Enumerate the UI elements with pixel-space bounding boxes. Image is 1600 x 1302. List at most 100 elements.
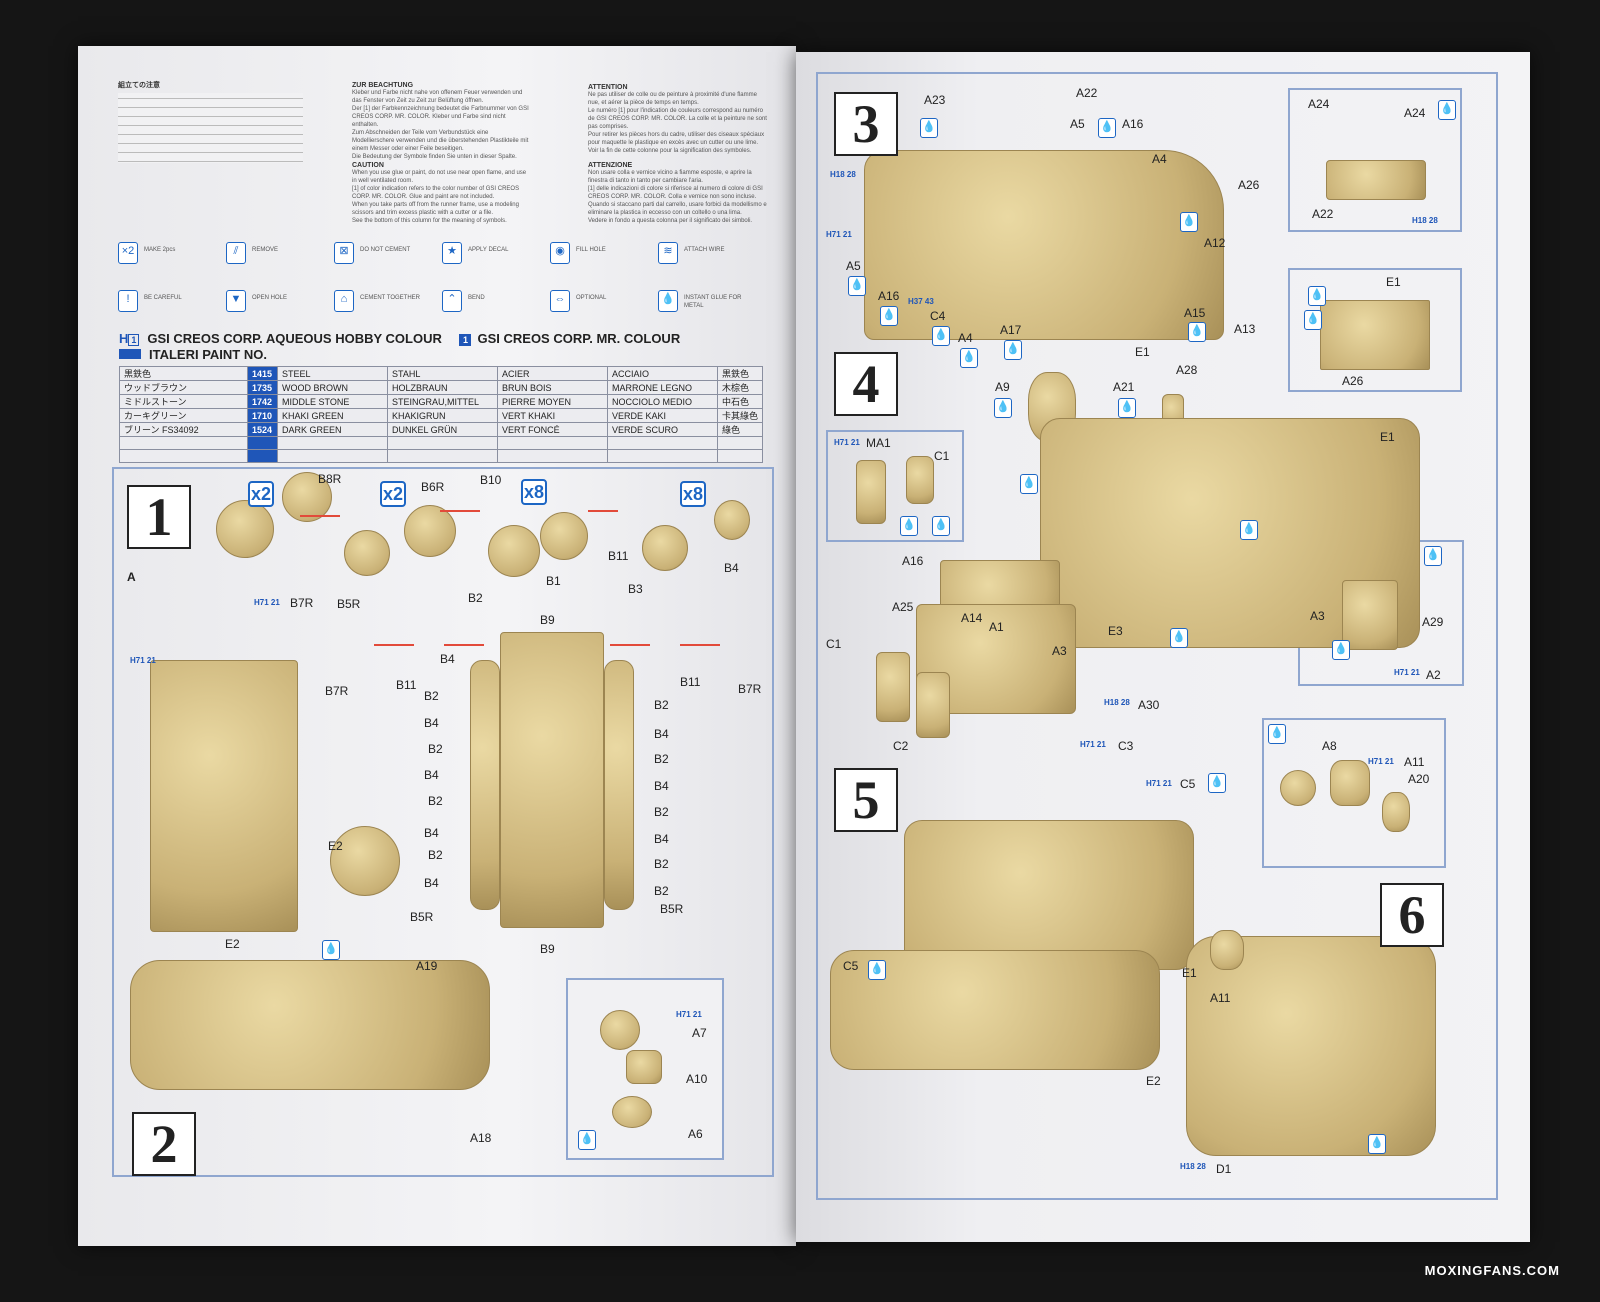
part-label: A20 xyxy=(1408,772,1430,786)
bend-icon: ⌃ xyxy=(442,290,462,312)
glue-drop-icon: 💧 xyxy=(322,940,340,960)
step-3-6-frame xyxy=(816,72,1498,1200)
glue-drop-icon: 💧 xyxy=(994,398,1012,418)
notes-it-title: ATTENZIONE xyxy=(588,162,633,169)
model-part xyxy=(540,512,588,560)
paint-ja-cell: カーキグリーン xyxy=(119,408,248,423)
glue-drop-icon: 💧 xyxy=(932,326,950,346)
model-part xyxy=(642,525,688,571)
do-not-cement-icon: ⊠ xyxy=(334,242,354,264)
paint-reference: H71 21 xyxy=(826,230,852,239)
part-label: A22 xyxy=(1312,207,1334,221)
paint-ja-cell: ウッドブラウン xyxy=(119,380,248,395)
model-part xyxy=(1382,792,1410,832)
part-label: A6 xyxy=(688,1127,703,1141)
symbol-label: ATTACH WIRE xyxy=(684,247,725,253)
paint-de-cell xyxy=(387,449,498,463)
step-5-inset-a8 xyxy=(1262,718,1446,868)
note-line: Zum Abschneiden der Teile vom Verbundstü… xyxy=(352,130,529,152)
paint-ja2-cell: 綠色 xyxy=(716,422,764,437)
part-label: A13 xyxy=(1234,322,1256,336)
part-label: B3 xyxy=(628,582,643,596)
model-part xyxy=(876,652,910,722)
symbol-label: OPTIONAL xyxy=(576,295,607,301)
part-label: E1 xyxy=(1380,430,1395,444)
part-label: A26 xyxy=(1342,374,1364,388)
model-part xyxy=(626,1050,662,1084)
paint-fr-cell xyxy=(497,449,608,463)
step-3-inset-a24 xyxy=(1288,88,1462,232)
glue-drop-icon: 💧 xyxy=(1118,398,1136,418)
paint-fr-cell: VERT FONCÉ xyxy=(497,422,608,437)
part-label: A30 xyxy=(1138,698,1160,712)
paint-de-cell xyxy=(387,436,498,450)
part-label: B9 xyxy=(540,613,555,627)
paint-fr-cell xyxy=(497,436,608,450)
part-label: C3 xyxy=(1118,739,1134,753)
part-label: A3 xyxy=(1310,609,1325,623)
quantity-badge: x8 xyxy=(680,481,706,507)
wire-icon: ≋ xyxy=(658,242,678,264)
symbol-label: BE CAREFUL xyxy=(144,295,182,301)
paint-de-cell: STAHL xyxy=(387,366,498,381)
paint-ja-cell xyxy=(119,436,248,450)
model-part xyxy=(470,660,500,910)
part-label: E2 xyxy=(225,937,240,951)
note-line: Kleber und Farbe nicht nahe von offenem … xyxy=(352,90,523,104)
part-label: A12 xyxy=(1204,236,1226,250)
paint-legend-line2: ITALERI PAINT NO. xyxy=(119,347,267,362)
note-line: When you use glue or paint, do not use n… xyxy=(352,170,527,184)
part-label: C5 xyxy=(843,959,859,973)
notes-ja-text xyxy=(118,93,303,163)
note-line: Le numéro [1] pour l'indication de coule… xyxy=(588,108,767,130)
paint-no-cell xyxy=(247,449,278,463)
note-line: Die Bedeutung der Symbole finden Sie unt… xyxy=(352,154,517,160)
part-label: B2 xyxy=(428,848,443,862)
part-label: B9 xyxy=(540,942,555,956)
part-label: B2 xyxy=(468,591,483,605)
note-line: Pour retirer les pièces hors du cadre, u… xyxy=(588,132,765,146)
glue-drop-icon: 💧 xyxy=(1424,546,1442,566)
red-arrow-icon xyxy=(374,644,414,646)
red-arrow-icon xyxy=(588,510,618,512)
part-label: A24 xyxy=(1404,106,1426,120)
glue-drop-icon: 💧 xyxy=(1208,773,1226,793)
paint-reference: H37 43 xyxy=(908,297,934,306)
glue-drop-icon: 💧 xyxy=(1332,640,1350,660)
glue-drop-icon: 💧 xyxy=(920,118,938,138)
notes-fr-title: ATTENTION xyxy=(588,84,628,91)
part-label: E1 xyxy=(1135,345,1150,359)
model-part xyxy=(404,505,456,557)
paint-en-cell: KHAKI GREEN xyxy=(277,408,388,423)
note-line: Vedere in fondo a questa colonna per il … xyxy=(588,218,753,224)
part-label: B7R xyxy=(290,596,314,610)
mr-colour-label: GSI CREOS CORP. MR. COLOUR xyxy=(477,331,681,346)
glue-drop-icon: 💧 xyxy=(1438,100,1456,120)
glue-drop-icon: 💧 xyxy=(868,960,886,980)
part-label: B4 xyxy=(424,768,439,782)
glue-drop-icon: 💧 xyxy=(880,306,898,326)
paint-ja-cell xyxy=(119,449,248,463)
paint-it-cell: MARRONE LEGNO xyxy=(607,380,718,395)
part-label: A26 xyxy=(1238,178,1260,192)
part-label: E3 xyxy=(1108,624,1123,638)
part-label: B2 xyxy=(654,884,669,898)
paint-no-cell: 1742 xyxy=(247,394,278,409)
h-mark: H xyxy=(119,331,129,346)
red-arrow-icon xyxy=(680,644,720,646)
symbol-label: FILL HOLE xyxy=(576,247,606,253)
part-label: B1 xyxy=(546,574,561,588)
part-label: B4 xyxy=(724,561,739,575)
paint-reference: H71 21 xyxy=(834,438,860,447)
part-label: A9 xyxy=(995,380,1010,394)
glue-drop-icon: 💧 xyxy=(578,1130,596,1150)
note-line: See the bottom of this column for the me… xyxy=(352,218,507,224)
italeri-label: ITALERI PAINT NO. xyxy=(149,347,267,362)
glue-drop-icon: 💧 xyxy=(1004,340,1022,360)
model-part xyxy=(130,960,490,1090)
part-label: B4 xyxy=(654,779,669,793)
